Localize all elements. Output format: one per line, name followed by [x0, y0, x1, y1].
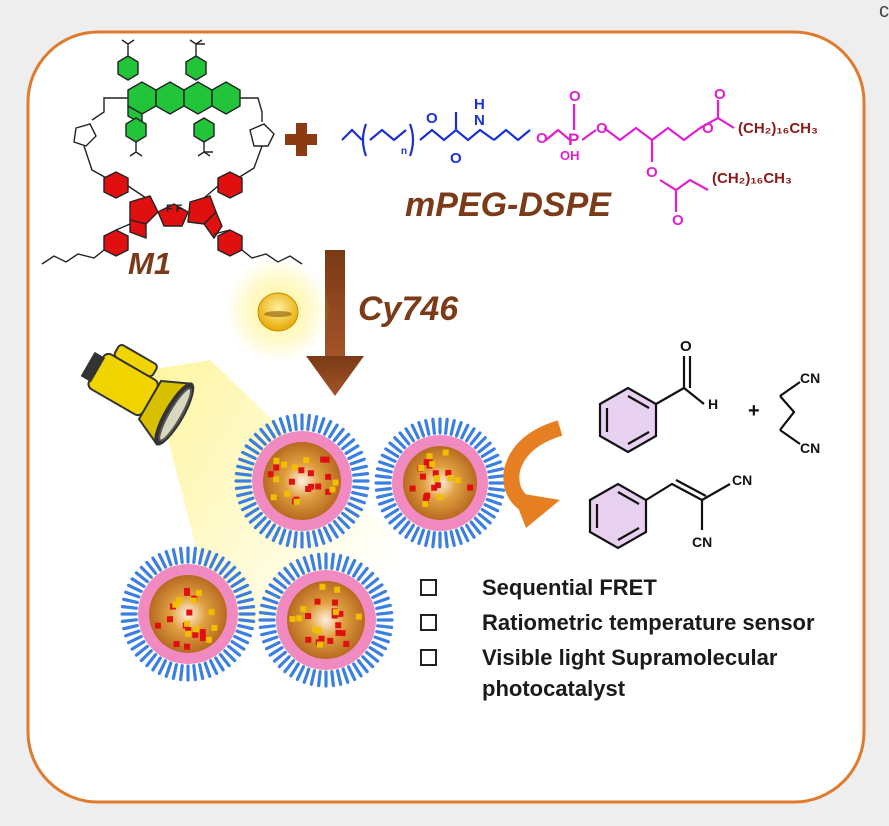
- reactants-structure: [598, 356, 801, 454]
- atom-o-ester1b: O: [702, 120, 714, 137]
- atom-o-carbonyl: O: [450, 150, 462, 167]
- atom-o-ester2: O: [646, 164, 658, 181]
- bodipy-phenyls: [103, 171, 243, 257]
- micelle: [120, 546, 256, 682]
- atom-o-aldehyde: O: [680, 338, 692, 355]
- curved-orange-arrow: [503, 420, 563, 528]
- cn-label-4: CN: [692, 534, 713, 550]
- atom-p: P: [568, 130, 580, 149]
- atom-o-phos2: O: [596, 120, 608, 137]
- sun-icon: [226, 258, 330, 362]
- cn-label-2: CN: [800, 440, 821, 456]
- checkbox-square-icon: [420, 579, 437, 596]
- micelle: [374, 417, 506, 549]
- feature-item-photocatalyst: Visible light Supramolecular photocataly…: [420, 642, 862, 704]
- flashlight-icon: [80, 344, 195, 446]
- feature-item-thermometer: Ratiometric temperature sensor: [420, 607, 862, 638]
- bodipy-core: [129, 195, 223, 240]
- checkbox-square-icon: [420, 614, 437, 631]
- plus-symbol: [285, 123, 317, 156]
- feature-item-fret: Sequential FRET: [420, 572, 862, 603]
- cn-label-1: CN: [800, 370, 821, 386]
- atom-o-phos-top: O: [569, 88, 581, 105]
- pdi-core: [127, 81, 241, 126]
- reaction-plus: +: [748, 400, 760, 422]
- atom-o-phos1: O: [536, 130, 548, 147]
- checkbox-square-icon: [420, 649, 437, 666]
- atom-h-amide: H: [474, 96, 485, 113]
- cn-label-3: CN: [732, 472, 753, 488]
- m1-label: M1: [128, 246, 172, 281]
- product-structure: [588, 479, 731, 550]
- peg-n-subscript: n: [401, 146, 408, 157]
- micelle-group: [120, 413, 506, 688]
- atom-n-amide: N: [474, 112, 485, 129]
- chain-label-2: (CH₂)₁₆CH₃: [712, 170, 792, 187]
- feature-list: Sequential FRET Ratiometric temperature …: [420, 572, 862, 708]
- chain-label-1: (CH₂)₁₆CH₃: [738, 120, 818, 137]
- atom-o-ester2b: O: [672, 212, 684, 229]
- mpeg-dspe-structure: [341, 100, 735, 212]
- m1-structure: [41, 39, 303, 265]
- micelle: [234, 413, 370, 549]
- corner-mark: c: [879, 0, 889, 22]
- micelle: [258, 552, 394, 688]
- cy746-label: Cy746: [358, 290, 459, 328]
- atom-o-ester1: O: [714, 86, 726, 103]
- mpeg-dspe-label: mPEG-DSPE: [405, 186, 611, 224]
- cy746-arrow: [306, 250, 364, 396]
- atom-oh: OH: [560, 148, 580, 163]
- atom-h-aldehyde: H: [708, 396, 719, 412]
- atom-o-peg: O: [426, 110, 438, 127]
- bf2-label: F F: [166, 203, 183, 215]
